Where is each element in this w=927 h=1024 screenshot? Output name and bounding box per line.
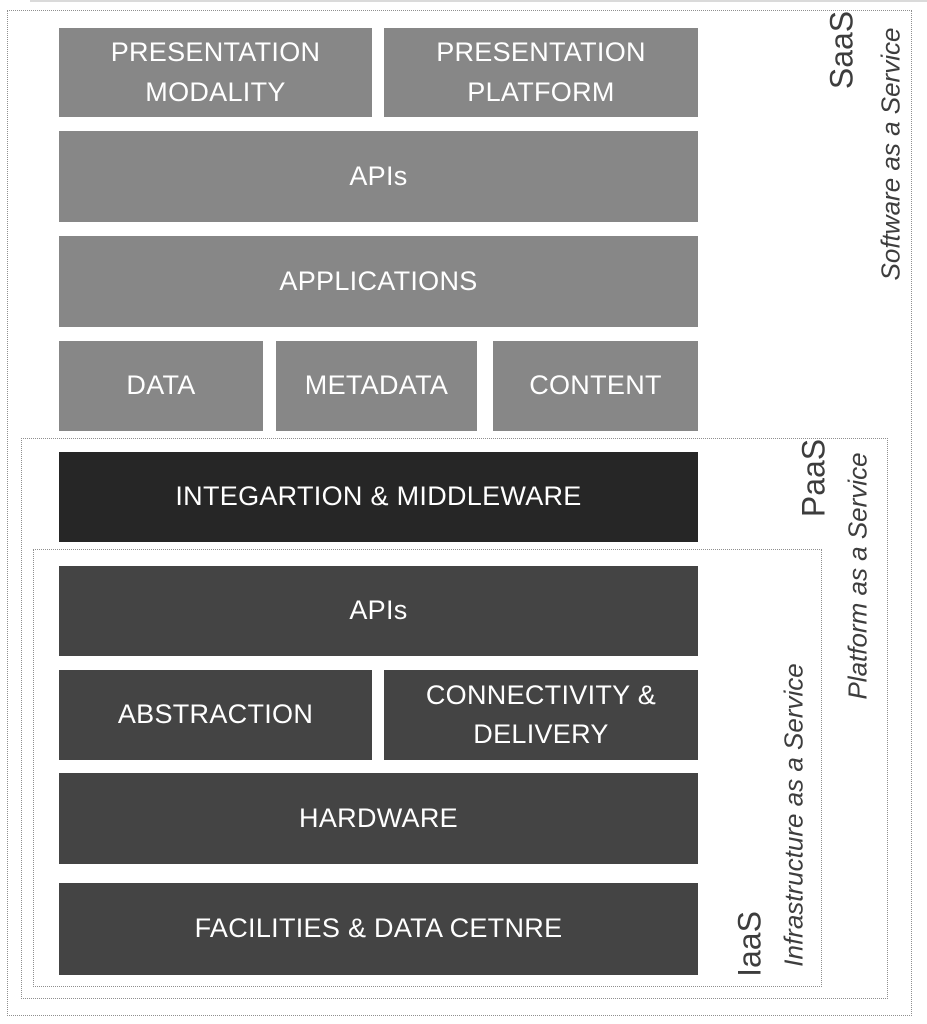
paas-acronym-label: PaaS: [795, 438, 832, 518]
box-applications: APPLICATIONS: [59, 236, 698, 327]
box-metadata: METADATA: [276, 341, 477, 431]
box-label: METADATA: [304, 370, 449, 401]
box-label: APPLICATIONS: [279, 265, 478, 296]
box-facilities-data-centre: FACILITIES & DATA CETNRE: [59, 883, 698, 975]
box-presentation-modality: PRESENTATION MODALITY: [59, 28, 372, 117]
box-label: DATA: [126, 370, 196, 401]
box-label: APIs: [349, 595, 408, 626]
saas-acronym-label: SaaS: [823, 10, 860, 90]
paas-region-border: [21, 438, 888, 999]
box-label: PRESENTATION PLATFORM: [436, 37, 646, 107]
box-apis-iaas: APIs: [59, 566, 698, 656]
box-integration-middleware: INTEGARTION & MIDDLEWARE: [59, 452, 698, 542]
box-label: CONNECTIVITY & DELIVERY: [425, 679, 657, 749]
box-content: CONTENT: [493, 341, 698, 431]
iaas-acronym-label: IaaS: [731, 911, 768, 977]
iaas-region-border: [33, 549, 822, 987]
box-data: DATA: [59, 341, 263, 431]
box-presentation-platform: PRESENTATION PLATFORM: [384, 28, 698, 117]
box-label: ABSTRACTION: [117, 699, 314, 730]
box-hardware: HARDWARE: [59, 773, 698, 864]
iaas-fullname-label: Infrastructure as a Service: [778, 663, 809, 967]
box-label: INTEGARTION & MIDDLEWARE: [175, 481, 582, 512]
paas-fullname-label: Platform as a Service: [842, 452, 873, 700]
saas-fullname-label: Software as a Service: [875, 27, 906, 281]
box-label: APIs: [349, 160, 408, 191]
box-label: CONTENT: [529, 370, 662, 401]
box-label: FACILITIES & DATA CETNRE: [194, 913, 563, 944]
box-apis-saas: APIs: [59, 131, 698, 222]
box-connectivity-delivery: CONNECTIVITY & DELIVERY: [384, 670, 698, 760]
saas-region-border: [7, 10, 912, 1016]
box-label: PRESENTATION MODALITY: [110, 37, 321, 107]
box-label: HARDWARE: [299, 802, 458, 833]
box-abstraction: ABSTRACTION: [59, 670, 372, 760]
page-edge-line: [30, 0, 927, 2]
